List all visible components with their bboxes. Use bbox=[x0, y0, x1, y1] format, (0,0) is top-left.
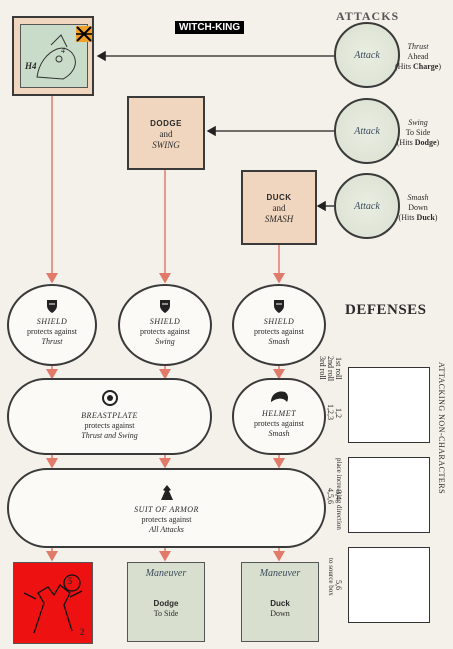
helmet-pill[interactable]: HELMET protects against Smash bbox=[232, 378, 326, 455]
target-label: Smash bbox=[268, 337, 290, 346]
roll-label-3: 3rd roll bbox=[318, 356, 327, 380]
row1-extra: 1,2,3 bbox=[326, 404, 335, 420]
dodge-swing-box[interactable]: DODGE and SWING bbox=[127, 96, 205, 170]
attack-label: Attack bbox=[354, 200, 380, 212]
swing-label: SWING bbox=[152, 140, 180, 150]
protects-label: protects against bbox=[27, 327, 77, 336]
target-label: Thrust bbox=[41, 337, 63, 346]
red-monster-counter[interactable]: 5 2 bbox=[13, 562, 93, 644]
cross-out-icon bbox=[76, 26, 92, 42]
helmet-icon bbox=[271, 391, 289, 402]
attack-swing-circle[interactable]: Attack bbox=[334, 98, 400, 164]
roll-label-2: 2nd roll bbox=[326, 356, 335, 382]
defenses-heading: DEFENSES bbox=[345, 302, 427, 318]
shield-label: SHIELD bbox=[36, 317, 68, 326]
duck-title: DUCK bbox=[266, 193, 292, 202]
attack-smash-desc: Smash Down (Hits Duck) bbox=[398, 193, 438, 222]
attacks-heading: ATTACKS bbox=[336, 9, 400, 23]
and-label: and bbox=[272, 203, 286, 213]
protects-label: protects against bbox=[140, 327, 190, 336]
dodge-label: Dodge bbox=[153, 599, 179, 608]
target-label: Thrust and Swing bbox=[81, 431, 138, 440]
witch-king-figure-icon bbox=[36, 34, 76, 80]
row3-range: 5,6 bbox=[334, 580, 343, 590]
shield-icon bbox=[274, 300, 284, 313]
roll-label-1: 1st roll bbox=[334, 357, 343, 380]
shield-smash-circle[interactable]: SHIELD protects against Smash bbox=[232, 284, 326, 366]
monster-figure-icon bbox=[23, 574, 83, 634]
duck-smash-box[interactable]: DUCK and SMASH bbox=[241, 170, 317, 245]
protects-label: protects against bbox=[84, 421, 135, 430]
witch-king-box[interactable]: H4 4 bbox=[12, 16, 94, 96]
row2-note: place increasing direction bbox=[335, 458, 343, 530]
target-label: Smash bbox=[268, 429, 290, 438]
attack-smash-circle[interactable]: Attack bbox=[334, 173, 400, 239]
unit-value: 4 bbox=[61, 46, 65, 55]
attack-swing-desc: Swing To Side (Hits Dodge) bbox=[396, 118, 440, 147]
to-side-label: To Side bbox=[153, 609, 179, 618]
unit-code: H4 bbox=[25, 61, 37, 71]
suit-of-armor-icon bbox=[160, 485, 173, 500]
attack-label: Attack bbox=[354, 49, 380, 61]
protects-label: protects against bbox=[254, 419, 304, 428]
row2-extra: 4,5,6 bbox=[326, 488, 335, 504]
shield-thrust-circle[interactable]: SHIELD protects against Thrust bbox=[7, 284, 97, 366]
helmet-label: HELMET bbox=[261, 409, 297, 418]
red-counter-top-number: 5 bbox=[68, 576, 73, 586]
protects-label: protects against bbox=[141, 515, 192, 524]
row1-range: 1,2 bbox=[334, 408, 343, 418]
attack-box-1[interactable] bbox=[348, 367, 430, 443]
shield-icon bbox=[47, 300, 57, 313]
down-label: Down bbox=[270, 609, 290, 618]
maneuver-dodge-counter[interactable]: Maneuver Dodge To Side bbox=[127, 562, 205, 642]
shield-icon bbox=[160, 300, 170, 313]
breastplate-icon bbox=[101, 390, 118, 406]
maneuver-label: Maneuver bbox=[145, 568, 187, 579]
target-label: Swing bbox=[155, 337, 175, 346]
protects-label: protects against bbox=[254, 327, 304, 336]
suit-of-armor-label: SUIT OF ARMOR bbox=[134, 505, 199, 514]
attack-box-2[interactable] bbox=[348, 457, 430, 533]
breastplate-pill[interactable]: BREASTPLATE protects against Thrust and … bbox=[7, 378, 212, 455]
suit-of-armor-pill[interactable]: SUIT OF ARMOR protects against All Attac… bbox=[7, 468, 326, 548]
shield-label: SHIELD bbox=[149, 317, 181, 326]
dodge-title: DODGE bbox=[150, 119, 182, 128]
attack-thrust-circle[interactable]: Attack bbox=[334, 22, 400, 88]
breastplate-label: BREASTPLATE bbox=[81, 411, 138, 420]
target-label: All Attacks bbox=[149, 525, 184, 534]
maneuver-label: Maneuver bbox=[259, 568, 301, 579]
duck-label: Duck bbox=[270, 599, 290, 608]
and-label: and bbox=[159, 129, 173, 139]
shield-swing-circle[interactable]: SHIELD protects against Swing bbox=[118, 284, 212, 366]
attack-box-3[interactable] bbox=[348, 547, 430, 623]
row3-note: to source box bbox=[327, 558, 335, 596]
smash-label: SMASH bbox=[264, 214, 294, 224]
attack-thrust-desc: Thrust Ahead (Hits Charge) bbox=[395, 42, 441, 71]
side-panel-title: ATTACKING NON-CHARACTERS bbox=[437, 362, 446, 495]
attack-label: Attack bbox=[354, 125, 380, 137]
witch-king-label: WITCH-KING bbox=[175, 21, 245, 34]
red-counter-bottom-number: 2 bbox=[80, 627, 85, 637]
maneuver-duck-counter[interactable]: Maneuver Duck Down bbox=[241, 562, 319, 642]
shield-label: SHIELD bbox=[263, 317, 295, 326]
